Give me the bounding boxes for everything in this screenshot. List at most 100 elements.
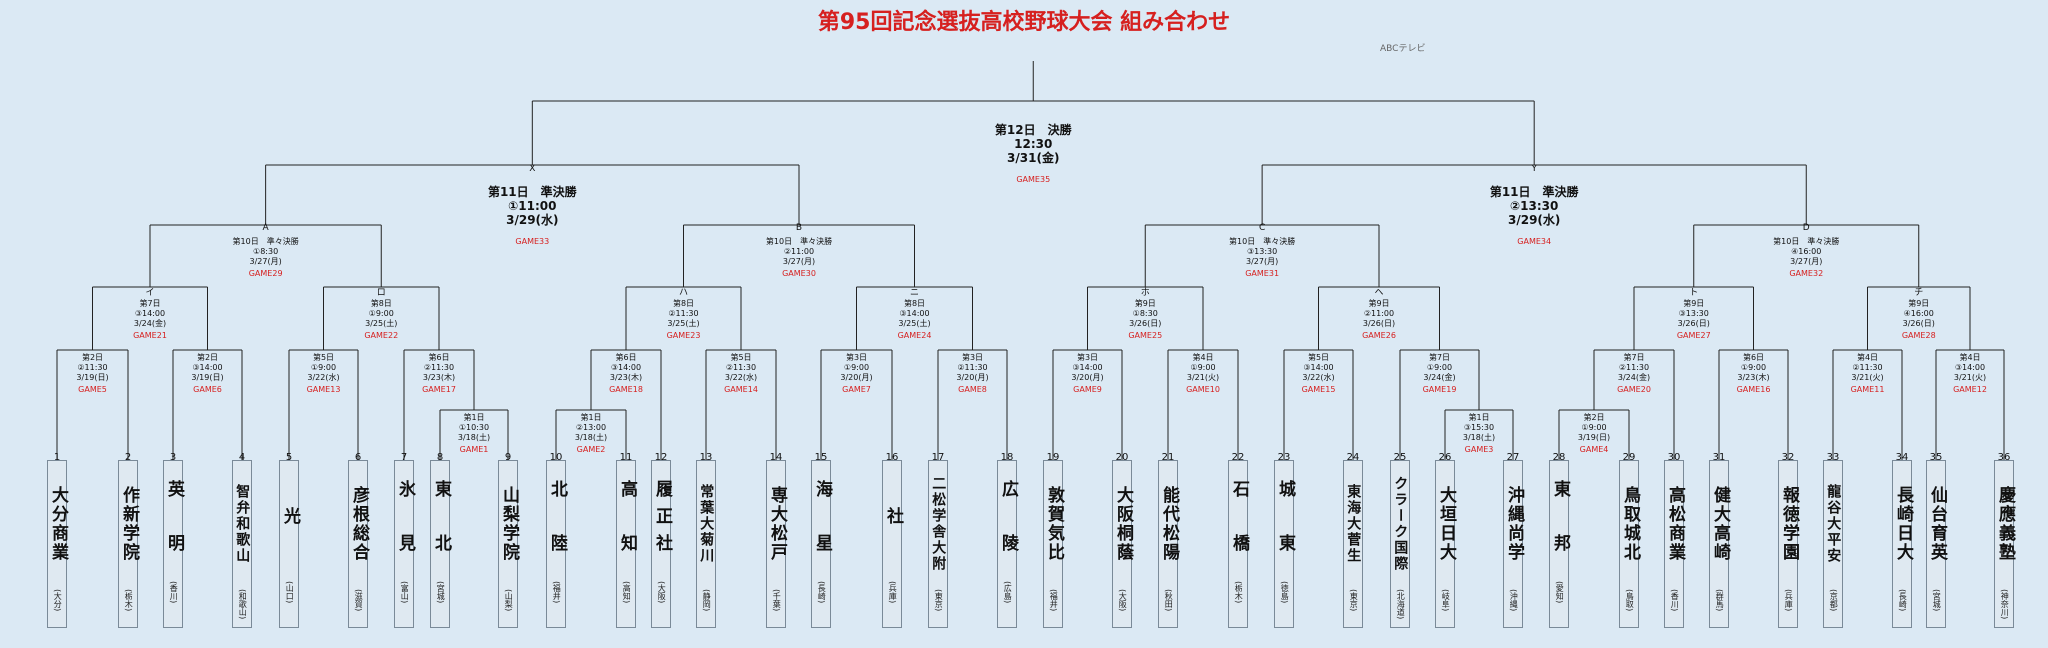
team-slot[interactable]: 北 陸(福井) (546, 460, 567, 628)
game-l1: 第1日 (1468, 413, 1490, 422)
team-slot[interactable]: 履正社(大阪) (651, 460, 672, 628)
team-slot[interactable]: クラーク国際(北海道) (1390, 460, 1410, 628)
game-l1: 第10日 準々決勝 (765, 237, 833, 246)
team-slot[interactable]: 大阪桐蔭(大阪) (1112, 460, 1133, 628)
team-name: 敦賀気比 (1044, 486, 1065, 562)
team-slot[interactable]: 慶應義塾(神奈川) (1994, 460, 2015, 628)
team-slot[interactable]: 大垣日大(岐阜) (1435, 460, 1457, 628)
team-slot[interactable]: 大分商業(大分) (47, 460, 68, 628)
team-name: 東 北 (431, 479, 452, 561)
team-slot[interactable]: 沖縄尚学(沖縄) (1503, 460, 1524, 628)
team-slot[interactable]: 山梨学院(山梨) (498, 460, 519, 628)
team-slot[interactable]: 二松学舎大附(東京) (928, 460, 948, 628)
game-number: GAME10 (1186, 385, 1220, 394)
team-prefecture: (長崎) (1898, 589, 1908, 612)
game-l3: 3/26(日) (1677, 319, 1710, 328)
team-slot[interactable]: 専大松戸(千葉) (766, 460, 787, 628)
game-number: GAME34 (1517, 237, 1552, 246)
game-l1: 第9日 (1908, 299, 1930, 308)
bracket-label-ro: ロ (376, 288, 386, 298)
game-l2: ③14:00 (1954, 363, 1986, 372)
bracket-label-i: イ (145, 288, 155, 298)
game-number: GAME1 (459, 445, 489, 454)
game-l1: 第4日 (1959, 353, 1981, 362)
game-l2: ③14:00 (610, 363, 642, 372)
team-name: 石 橋 (1229, 479, 1250, 561)
game-l3: 3/29(水) (1507, 213, 1561, 227)
team-slot[interactable]: 城 東(徳島) (1274, 460, 1295, 628)
game-l3: 3/24(金) (1423, 373, 1456, 382)
team-name: 鳥取城北 (1620, 486, 1641, 562)
game-l1: 第6日 (615, 353, 637, 362)
team-slot[interactable]: 高 知(高知) (616, 460, 637, 628)
game-number: GAME16 (1736, 385, 1771, 394)
team-slot[interactable]: 能代松陽(秋田) (1158, 460, 1180, 628)
team-slot[interactable]: 報徳学園(兵庫) (1778, 460, 1800, 628)
team-slot[interactable]: 敦賀気比(福井) (1043, 460, 1065, 628)
game-l2: ①9:00 (1581, 423, 1607, 432)
team-slot[interactable]: 高松商業(香川) (1664, 460, 1685, 628)
team-name: 報徳学園 (1779, 486, 1800, 562)
team-slot[interactable]: 光(山口) (279, 460, 300, 628)
team-slot[interactable]: 仙台育英(宮城) (1926, 460, 1947, 628)
game-l3: 3/21(火) (1186, 373, 1220, 382)
team-slot[interactable]: 東 邦(愛知) (1549, 460, 1570, 628)
game-l1: 第11日 準決勝 (1489, 185, 1579, 199)
team-slot[interactable]: 社(兵庫) (882, 460, 903, 628)
team-slot[interactable]: 石 橋(栃木) (1228, 460, 1250, 628)
game-l2: ②11:30 (957, 363, 988, 372)
team-number: 18 (1000, 452, 1014, 463)
game-l1: 第9日 (1683, 299, 1705, 308)
game-number: GAME32 (1789, 269, 1824, 278)
game-number: GAME22 (364, 331, 399, 340)
bracket-label-X: X (529, 164, 536, 174)
team-number: 26 (1438, 452, 1452, 463)
team-slot[interactable]: 健大高崎(群馬) (1709, 460, 1731, 628)
team-prefecture: (富山) (400, 581, 410, 604)
game-number: GAME28 (1901, 331, 1936, 340)
team-slot[interactable]: 英 明(香川) (163, 460, 185, 628)
team-prefecture: (長崎) (817, 581, 827, 604)
game-l1: 第1日 (580, 413, 602, 422)
game-l2: ②11:30 (1618, 363, 1650, 372)
team-prefecture: (高知) (622, 581, 632, 604)
team-slot[interactable]: 東 北(宮城) (430, 460, 452, 628)
game-l2: ①9:00 (310, 363, 337, 372)
team-prefecture: (大分) (53, 589, 63, 612)
team-slot[interactable]: 鳥取城北(鳥取) (1619, 460, 1641, 628)
team-slot[interactable]: 海 星 (長崎) (811, 460, 833, 628)
team-slot[interactable]: 智弁和歌山(和歌山) (232, 460, 252, 628)
team-name: 能代松陽 (1159, 486, 1180, 562)
team-name: 健大高崎 (1710, 486, 1731, 562)
team-slot[interactable]: 龍谷大平安(京都) (1823, 460, 1843, 628)
team-number: 5 (285, 452, 293, 463)
team-name: 英 明 (164, 479, 185, 561)
team-number: 25 (1393, 452, 1407, 463)
team-number: 16 (885, 452, 899, 463)
game-l2: ②11:30 (725, 363, 757, 372)
team-name: 海 星 (812, 479, 833, 561)
team-prefecture: (宮城) (1932, 589, 1942, 612)
team-slot[interactable]: 作新学院(栃木) (118, 460, 139, 628)
team-slot[interactable]: 広 陵(広島) (997, 460, 1018, 628)
team-name: 大垣日大 (1436, 486, 1457, 562)
team-slot[interactable]: 東海大菅生(東京) (1343, 460, 1363, 628)
team-slot[interactable]: 氷 見 (富山) (394, 460, 416, 628)
team-slot[interactable]: 長崎日大(長崎) (1892, 460, 1913, 628)
game-number: GAME19 (1422, 385, 1457, 394)
game-l1: 第12日 決勝 (994, 123, 1072, 137)
game-l3: 3/27(月) (249, 257, 282, 266)
team-name: 氷 見 (395, 479, 416, 561)
team-slot[interactable]: 常葉大菊川(静岡) (696, 460, 716, 628)
team-slot[interactable]: 彦根総合(滋賀) (348, 460, 369, 628)
team-prefecture: (千葉) (772, 589, 782, 612)
